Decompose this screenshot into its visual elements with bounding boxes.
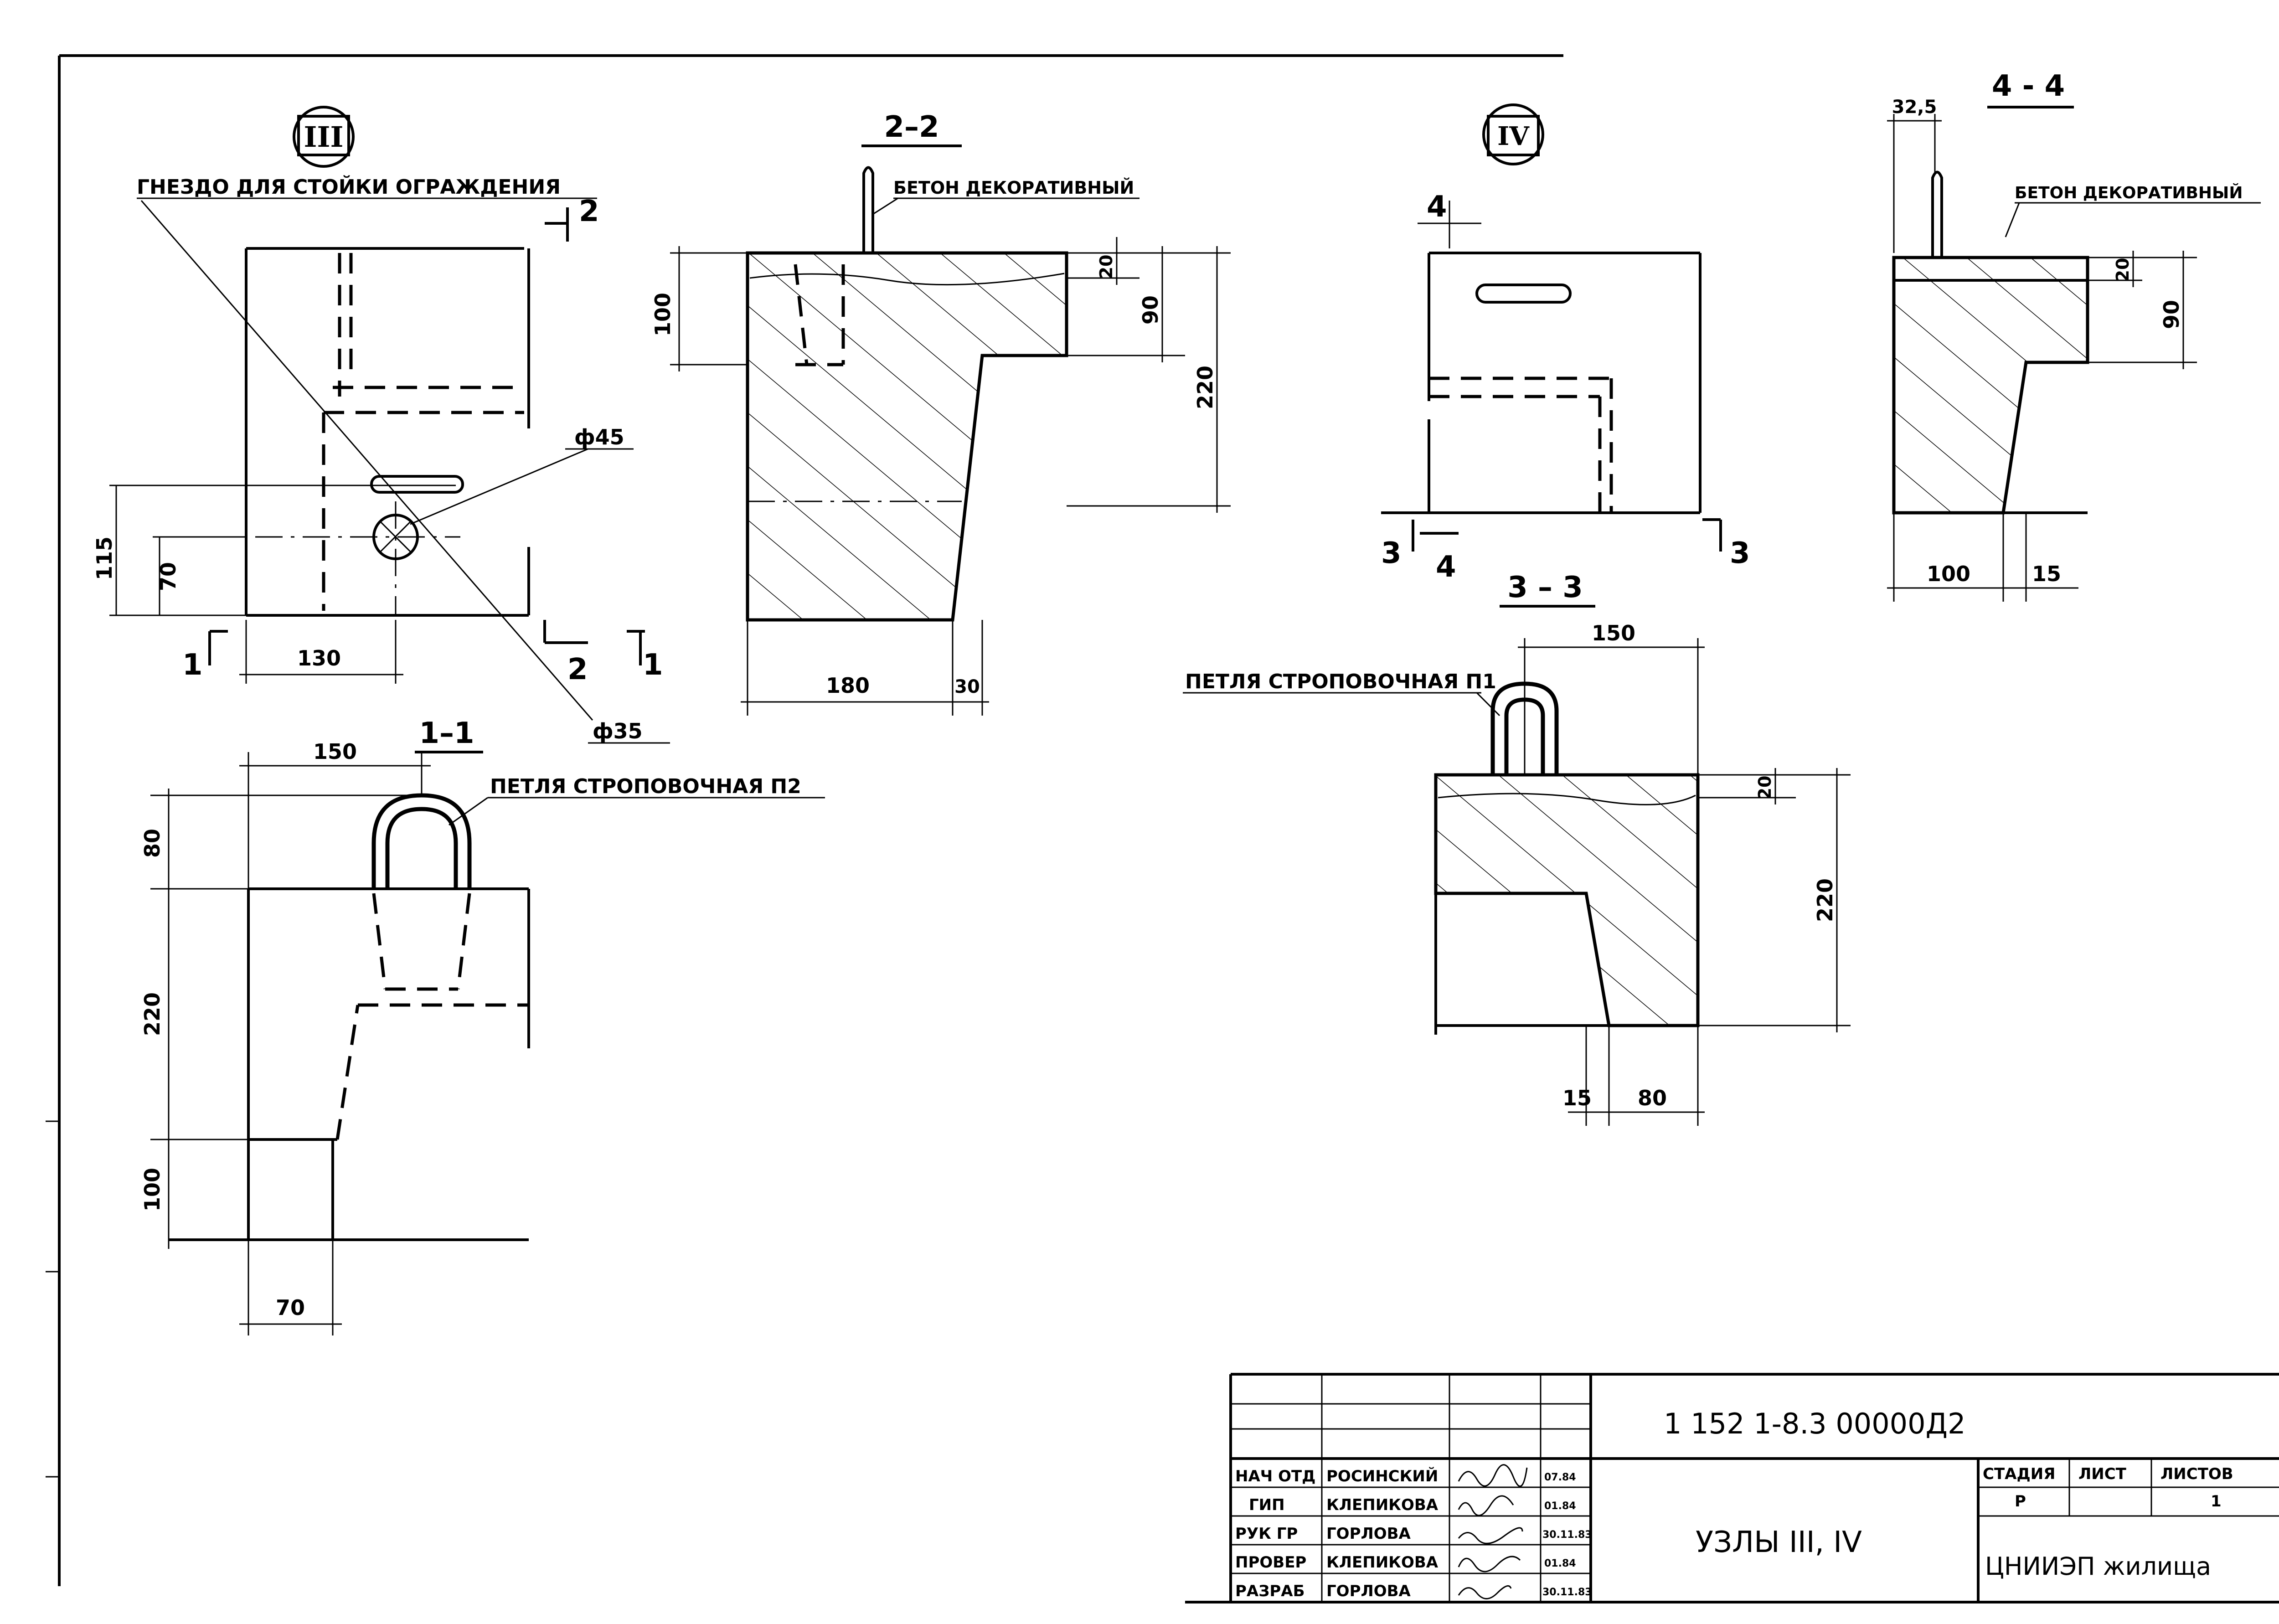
dim-15-s33: 15 — [1562, 1086, 1592, 1110]
organization: ЦНИИЭП жилища — [1985, 1552, 2211, 1581]
socket-label: ГНЕЗДО ДЛЯ СТОЙКИ ОГРАЖДЕНИЯ — [137, 175, 561, 199]
tb-date-2: 30.11.83 — [1542, 1529, 1592, 1541]
concrete-label-a: БЕТОН ДЕКОРАТИВНЫЙ — [893, 178, 1134, 198]
signature-0 — [1458, 1464, 1528, 1487]
cut-4-top: 4 — [1427, 190, 1447, 224]
cut-3-right: 3 — [1730, 536, 1750, 570]
node-iii-view: III ГНЕЗДО ДЛЯ СТОЙКИ ОГРАЖДЕНИЯ ф45 ф35 — [92, 106, 670, 744]
dim-220-s33: 220 — [1813, 878, 1837, 922]
signature-1 — [1458, 1495, 1514, 1516]
section-3-3: 3 – 3 150 ПЕТЛЯ СТРОПОВОЧНАЯ П1 20 220 1… — [1183, 571, 1851, 1126]
dim-100-s22: 100 — [650, 293, 675, 336]
dim-220-s11: 220 — [140, 992, 165, 1036]
node-iv-view: IV 4 3 4 3 — [1381, 103, 1750, 584]
sheet-header: ЛИСТ — [2078, 1465, 2127, 1483]
tb-name-0: РОСИНСКИЙ — [1326, 1467, 1438, 1485]
dim-30: 30 — [954, 676, 980, 697]
cut-4-bottom: 4 — [1436, 550, 1456, 584]
dim-100-s44: 100 — [1927, 562, 1970, 586]
tb-date-4: 30.11.83 — [1542, 1587, 1592, 1598]
dim-180: 180 — [826, 673, 870, 698]
node-iii-marker — [293, 106, 355, 168]
dim-80-s33: 80 — [1638, 1086, 1667, 1110]
tb-role-0: НАЧ ОТД — [1235, 1467, 1315, 1485]
dim-20-s22: 20 — [1096, 255, 1116, 279]
tb-date-0: 07.84 — [1544, 1472, 1576, 1483]
loop-p1-label: ПЕТЛЯ СТРОПОВОЧНАЯ П1 — [1185, 670, 1496, 693]
tb-role-4: РАЗРАБ — [1235, 1582, 1305, 1600]
tb-date-3: 01.84 — [1544, 1558, 1576, 1569]
dim-90-s22: 90 — [1138, 295, 1163, 325]
sheets-header: ЛИСТОВ — [2160, 1465, 2233, 1483]
sheet-title: УЗЛЫ III, IV — [1696, 1526, 1862, 1559]
dim-15-s44: 15 — [2032, 562, 2061, 586]
tb-role-1: ГИП — [1249, 1496, 1285, 1514]
node-iv-marker — [1482, 103, 1544, 165]
stage-value: Р — [2015, 1492, 2026, 1511]
tb-name-3: КЛЕПИКОВА — [1326, 1553, 1439, 1572]
section-4-4: 4 - 4 32,5 БЕТОН ДЕКОРАТИВНЫЙ 20 90 100 … — [1887, 69, 2261, 602]
tb-name-1: КЛЕПИКОВА — [1326, 1496, 1439, 1514]
cut-3-left: 3 — [1381, 536, 1402, 570]
sheets-value: 1 — [2211, 1492, 2222, 1511]
signature-3 — [1458, 1556, 1521, 1572]
section-2-2-title: 2–2 — [884, 110, 939, 144]
section-4-4-title: 4 - 4 — [1992, 69, 2065, 103]
section-2-2: 2–2 БЕТОН ДЕКОРАТИВНЫЙ 100 20 90 220 180… — [650, 110, 1231, 716]
node-iv-label: IV — [1497, 121, 1530, 151]
dim-90-s44: 90 — [2159, 300, 2184, 329]
cut-2-bottom: 2 — [567, 653, 588, 686]
post-slot-iv — [1475, 284, 1572, 304]
cut-1-left: 1 — [182, 648, 203, 682]
post-slot — [370, 475, 464, 494]
dim-150-s33: 150 — [1592, 621, 1635, 645]
dim-100-s11: 100 — [140, 1168, 165, 1212]
sheet-frame — [46, 54, 1563, 1586]
cut-1-right: 1 — [643, 648, 663, 682]
signature-2 — [1458, 1527, 1523, 1544]
tb-role-2: РУК ГР — [1235, 1525, 1298, 1543]
dim-32-5: 32,5 — [1892, 97, 1937, 118]
tb-name-4: ГОРЛОВА — [1326, 1582, 1411, 1600]
loop-p2-label: ПЕТЛЯ СТРОПОВОЧНАЯ П2 — [490, 775, 801, 798]
signature-4 — [1458, 1585, 1512, 1599]
d35-label: ф35 — [593, 719, 643, 743]
stage-header: СТАДИЯ — [1983, 1465, 2055, 1483]
dim-150-s11: 150 — [313, 739, 357, 764]
title-block: 1 152 1-8.3 00000Д2 УЗЛЫ III, IV ЦНИИЭП … — [1185, 1373, 2279, 1603]
section-3-3-title: 3 – 3 — [1507, 571, 1583, 604]
d45-label: ф45 — [574, 425, 624, 449]
dim-70-s11: 70 — [276, 1295, 305, 1320]
tb-name-2: ГОРЛОВА — [1326, 1525, 1411, 1543]
dim-115: 115 — [92, 536, 117, 580]
section-1-1-title: 1–1 — [419, 717, 474, 750]
tb-role-3: ПРОВЕР — [1235, 1553, 1306, 1572]
tb-date-1: 01.84 — [1544, 1500, 1576, 1512]
dim-70-node: 70 — [156, 562, 180, 591]
concrete-label-b: БЕТОН ДЕКОРАТИВНЫЙ — [2015, 183, 2243, 202]
dim-80-s11: 80 — [140, 829, 165, 858]
dim-130: 130 — [297, 646, 341, 670]
doc-code: 1 152 1-8.3 00000Д2 — [1664, 1407, 1965, 1440]
dim-220-s22: 220 — [1193, 366, 1217, 409]
dim-20-s44: 20 — [2113, 258, 2133, 282]
cut-2-top: 2 — [579, 195, 599, 228]
section-1-1: 1–1 ПЕТЛЯ СТРОПОВОЧНАЯ П2 80 220 100 150 — [140, 717, 825, 1335]
dim-20-s33: 20 — [1755, 776, 1775, 800]
node-iii-label: III — [304, 120, 343, 154]
